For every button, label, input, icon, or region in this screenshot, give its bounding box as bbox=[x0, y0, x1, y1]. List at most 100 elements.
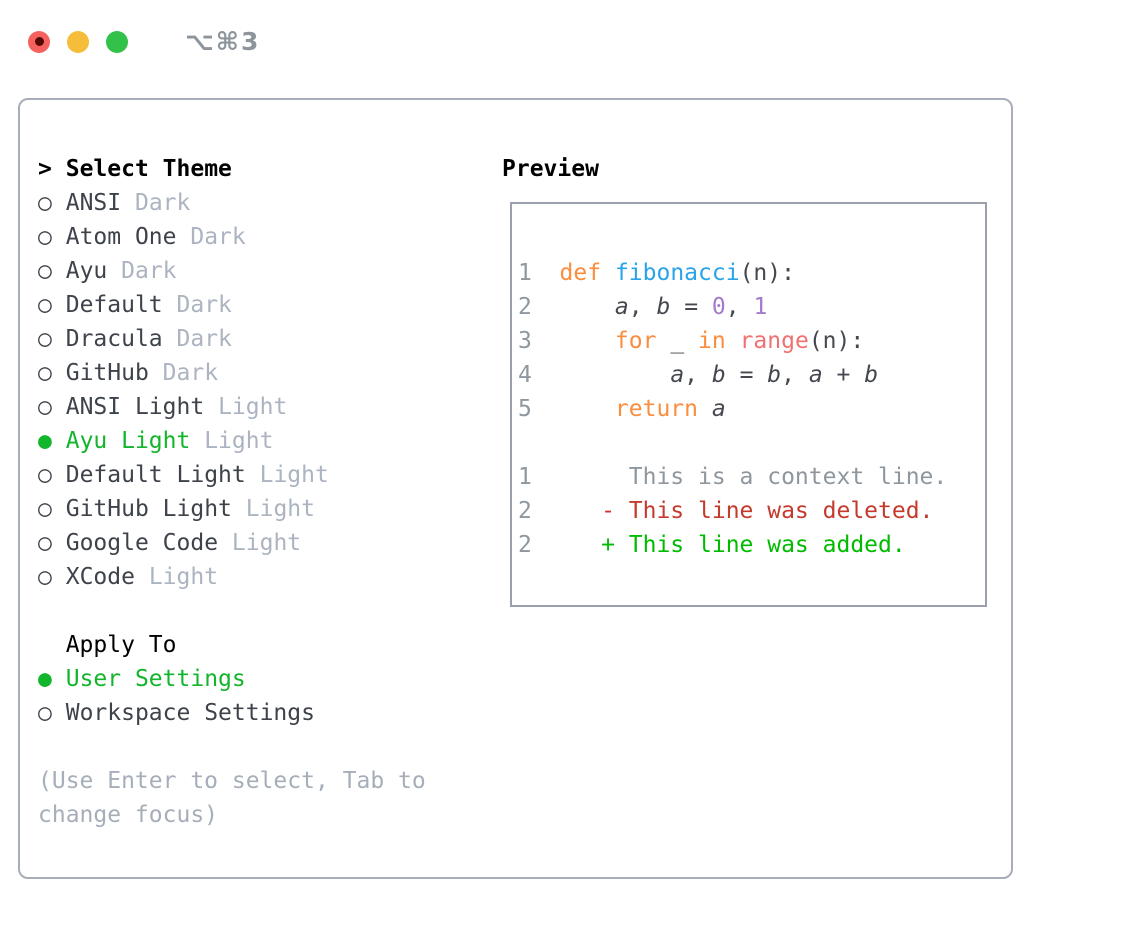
theme-item[interactable]: ○ Default Dark bbox=[38, 288, 426, 322]
code-line: 5 return a bbox=[518, 392, 947, 426]
radio-icon: ○ bbox=[38, 360, 52, 386]
code-token: b bbox=[767, 362, 782, 388]
minimize-button[interactable] bbox=[67, 30, 89, 53]
code-tokens: def fibonacci(n): bbox=[560, 260, 795, 286]
theme-variant-tag: Dark bbox=[162, 360, 219, 386]
apply-option[interactable]: ○ Workspace Settings bbox=[38, 696, 426, 730]
code-token bbox=[560, 328, 615, 354]
theme-item[interactable]: ○ ANSI Dark bbox=[38, 186, 426, 220]
line-number: 3 bbox=[518, 328, 532, 354]
code-token: This is a context line. bbox=[559, 464, 948, 490]
theme-item[interactable]: ○ GitHub Dark bbox=[38, 356, 426, 390]
radio-icon: ○ bbox=[38, 224, 52, 250]
theme-picker-panel: > Select Theme ○ ANSI Dark○ Atom One Dar… bbox=[18, 98, 1013, 879]
theme-variant-tag: Dark bbox=[176, 326, 232, 352]
code-token bbox=[560, 362, 671, 388]
radio-icon: ○ bbox=[38, 564, 52, 590]
code-token: + This line was added. bbox=[559, 532, 906, 558]
radio-icon: ○ bbox=[38, 258, 52, 284]
preview-box: 1 def fibonacci(n): 2 a, b = 0, 1 3 for _ i… bbox=[510, 202, 987, 607]
apply-option-label: Workspace Settings bbox=[65, 700, 315, 726]
select-theme-header: > Select Theme bbox=[38, 152, 426, 186]
theme-name: ANSI bbox=[65, 190, 122, 216]
theme-item[interactable]: ○ Atom One Dark bbox=[38, 220, 426, 254]
code-line: 4 a, b = b, a + b bbox=[518, 358, 947, 392]
close-button[interactable] bbox=[28, 30, 50, 53]
code-token: in bbox=[698, 328, 726, 354]
help-line: change focus) bbox=[38, 802, 219, 828]
theme-item[interactable]: ● Ayu Light Light bbox=[38, 424, 426, 458]
theme-name: GitHub Light bbox=[65, 496, 232, 522]
code-tokens: return a bbox=[560, 396, 726, 422]
line-number: 5 bbox=[518, 396, 532, 422]
titlebar: ⌥⌘3 bbox=[28, 27, 260, 56]
theme-item[interactable]: ○ Google Code Light bbox=[38, 526, 426, 560]
code-token: , bbox=[781, 362, 809, 388]
radio-icon: ○ bbox=[38, 292, 52, 318]
code-line: 1 This is a context line. bbox=[518, 460, 947, 494]
code-token: return bbox=[614, 396, 699, 422]
theme-list: ○ ANSI Dark○ Atom One Dark○ Ayu Dark○ De… bbox=[38, 186, 426, 594]
window-title: ⌥⌘3 bbox=[185, 27, 261, 56]
code-token bbox=[726, 328, 740, 354]
apply-option-label: User Settings bbox=[65, 666, 246, 692]
radio-icon: ○ bbox=[38, 326, 52, 352]
code-token bbox=[560, 396, 615, 422]
code-token: = bbox=[725, 362, 768, 388]
code-line: 2 + This line was added. bbox=[518, 528, 947, 562]
line-number: 1 bbox=[518, 260, 532, 286]
radio-icon: ○ bbox=[38, 394, 52, 420]
theme-item[interactable]: ○ XCode Light bbox=[38, 560, 426, 594]
line-number: 2 bbox=[518, 498, 532, 524]
theme-name: Atom One bbox=[65, 224, 177, 250]
radio-icon: ○ bbox=[38, 190, 52, 216]
code-token: a bbox=[711, 396, 726, 422]
code-line bbox=[518, 426, 947, 460]
zoom-button[interactable] bbox=[106, 30, 128, 53]
help-text: (Use Enter to select, Tab to change focus… bbox=[38, 764, 426, 832]
theme-item[interactable]: ○ Dracula Dark bbox=[38, 322, 426, 356]
theme-variant-tag: Light bbox=[204, 428, 274, 454]
code-token: _ bbox=[656, 328, 699, 354]
code-line: 2 - This line was deleted. bbox=[518, 494, 947, 528]
theme-variant-tag: Dark bbox=[176, 292, 232, 318]
code-tokens: - This line was deleted. bbox=[560, 498, 933, 524]
code-token: (n): bbox=[808, 328, 865, 354]
code-token: 1 bbox=[753, 294, 768, 320]
theme-name: Dracula bbox=[65, 326, 163, 352]
theme-item[interactable]: ○ Ayu Dark bbox=[38, 254, 426, 288]
theme-name: Ayu Light bbox=[65, 428, 191, 454]
radio-icon: ● bbox=[38, 428, 52, 454]
theme-variant-tag: Dark bbox=[134, 190, 191, 216]
theme-name: GitHub bbox=[65, 360, 149, 386]
code-token: 0 bbox=[711, 294, 726, 320]
code-tokens: for _ in range(n): bbox=[560, 328, 865, 354]
code-token: a bbox=[670, 362, 685, 388]
theme-name: Google Code bbox=[65, 530, 219, 556]
help-line: (Use Enter to select, Tab to bbox=[38, 768, 426, 794]
code-token bbox=[698, 396, 712, 422]
preview-header: Preview bbox=[502, 156, 599, 182]
line-number: 2 bbox=[518, 294, 532, 320]
theme-variant-tag: Dark bbox=[121, 258, 177, 284]
theme-item[interactable]: ○ Default Light Light bbox=[38, 458, 426, 492]
code-tokens: This is a context line. bbox=[560, 464, 948, 490]
code-tokens: a, b = b, a + b bbox=[560, 362, 878, 388]
theme-item[interactable]: ○ ANSI Light Light bbox=[38, 390, 426, 424]
code-token: a bbox=[808, 362, 823, 388]
code-tokens: a, b = 0, 1 bbox=[560, 294, 768, 320]
theme-item[interactable]: ○ GitHub Light Light bbox=[38, 492, 426, 526]
code-token: , bbox=[628, 294, 657, 320]
apply-option[interactable]: ● User Settings bbox=[38, 662, 426, 696]
code-token: (n): bbox=[739, 260, 795, 286]
code-token: , bbox=[725, 294, 754, 320]
apply-to-header: Apply To bbox=[65, 632, 177, 658]
theme-variant-tag: Light bbox=[218, 394, 288, 420]
theme-variant-tag: Dark bbox=[190, 224, 246, 250]
theme-name: Default Light bbox=[65, 462, 246, 488]
theme-variant-tag: Light bbox=[259, 462, 329, 488]
theme-name: ANSI Light bbox=[65, 394, 205, 420]
select-theme-title: Select Theme bbox=[65, 156, 232, 182]
code-token: b bbox=[656, 294, 671, 320]
